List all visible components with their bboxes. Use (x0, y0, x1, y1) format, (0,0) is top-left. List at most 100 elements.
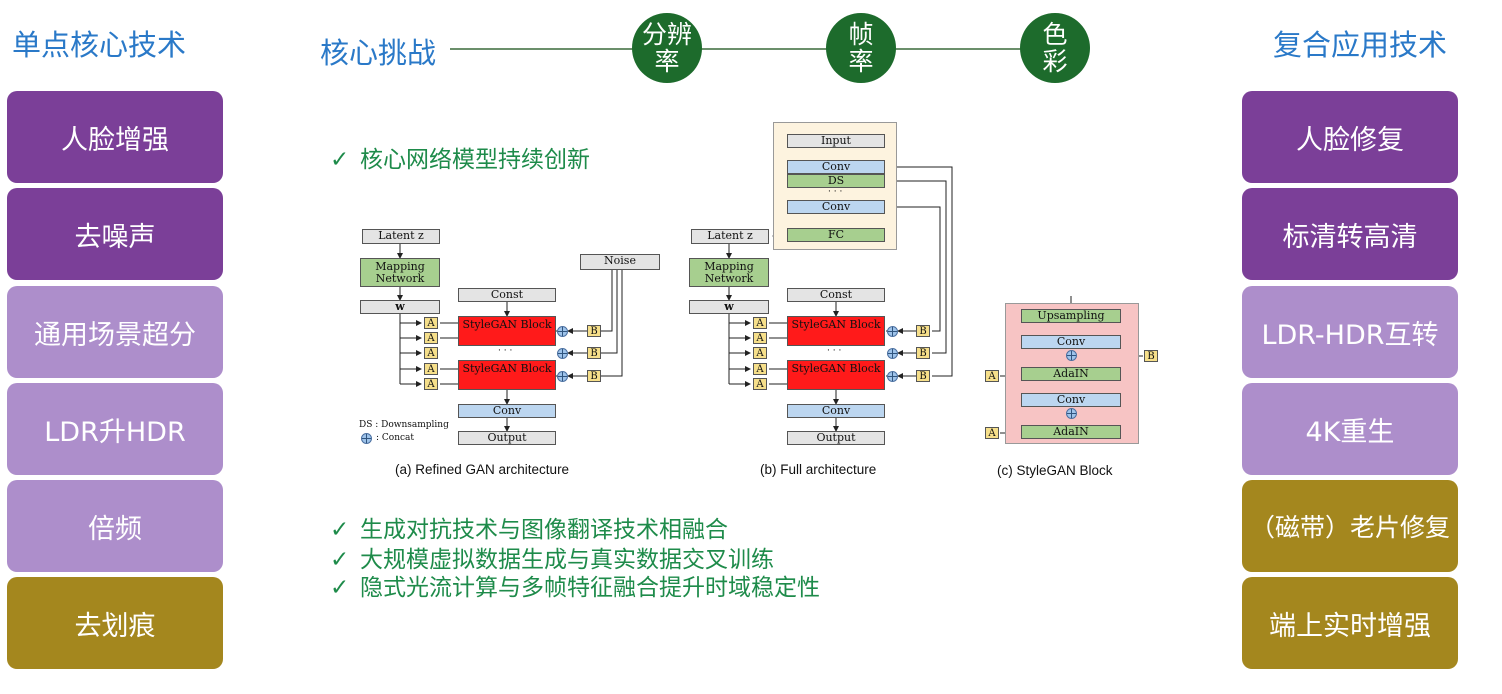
bullet-optical-flow: ✓ 隐式光流计算与多帧特征融合提升时域稳定性 (330, 568, 820, 602)
w-box: w (689, 300, 769, 314)
ellipsis: · · · (828, 187, 843, 197)
legend-concat-icon (361, 433, 372, 444)
challenges-title: 核心挑战 (320, 36, 437, 70)
legend-concat: : Concat (376, 433, 415, 443)
connector-line (450, 48, 635, 50)
right-item-ldr-hdr-convert: LDR-HDR互转 (1242, 286, 1458, 378)
affine-a-box: A (424, 378, 438, 390)
upsampling-box: Upsampling (1021, 309, 1121, 323)
challenge-frame-rate-line2: 率 (848, 47, 874, 76)
conv-box: Conv (787, 160, 885, 174)
affine-a-box: A (985, 427, 999, 439)
concat-icon (1066, 350, 1077, 361)
right-item-realtime-enhance: 端上实时增强 (1242, 577, 1458, 669)
concat-icon (1066, 408, 1077, 419)
left-column-title: 单点核心技术 (12, 28, 187, 62)
challenge-resolution-line2: 率 (654, 47, 680, 76)
caption-refined-gan: (a) Refined GAN architecture (395, 462, 570, 477)
left-item-face-enhance: 人脸增强 (7, 91, 223, 183)
noise-b-box: B (916, 370, 930, 382)
w-box: w (360, 300, 440, 314)
affine-a-box: A (753, 347, 767, 359)
challenge-frame-rate: 帧 率 (826, 13, 896, 83)
affine-a-box: A (424, 347, 438, 359)
caption-stylegan-block: (c) StyleGAN Block (997, 463, 1113, 478)
latent-z-box: Latent z (691, 229, 769, 244)
stylegan-block-box: StyleGAN Block (787, 316, 885, 346)
challenge-resolution: 分辨 率 (632, 13, 702, 83)
noise-b-box: B (916, 325, 930, 337)
conv-box: Conv (787, 200, 885, 214)
challenge-frame-rate-line1: 帧 (848, 20, 874, 49)
connector-line (700, 48, 830, 50)
bullet-network-innovation: ✓ 核心网络模型持续创新 (330, 140, 590, 174)
stylegan-block-box: StyleGAN Block (787, 360, 885, 390)
check-icon: ✓ (330, 147, 350, 173)
left-item-denoise: 去噪声 (7, 188, 223, 280)
right-item-old-film-restore: （磁带）老片修复 (1242, 480, 1458, 572)
stylegan-block-box: StyleGAN Block (458, 316, 556, 346)
input-box: Input (787, 134, 885, 148)
output-box: Output (458, 431, 556, 445)
check-icon: ✓ (330, 547, 350, 573)
ellipsis: · · · (498, 346, 513, 356)
affine-a-box: A (424, 332, 438, 344)
fc-box: FC (787, 228, 885, 242)
challenge-resolution-line1: 分辨 (641, 20, 692, 49)
stylegan-block-box: StyleGAN Block (458, 360, 556, 390)
left-item-ldr-to-hdr: LDR升HDR (7, 383, 223, 475)
bullet-text: 大规模虚拟数据生成与真实数据交叉训练 (360, 547, 774, 573)
affine-a-box: A (424, 363, 438, 375)
affine-a-box: A (753, 332, 767, 344)
bullet-virtual-data: ✓ 大规模虚拟数据生成与真实数据交叉训练 (330, 540, 774, 574)
affine-a-box: A (753, 363, 767, 375)
downsampling-box: DS (787, 174, 885, 188)
left-item-frame-interpolation: 倍频 (7, 480, 223, 572)
bullet-text: 生成对抗技术与图像翻译技术相融合 (360, 517, 728, 543)
affine-a-box: A (753, 378, 767, 390)
affine-a-box: A (985, 370, 999, 382)
latent-z-box: Latent z (362, 229, 440, 244)
right-column-title: 复合应用技术 (1273, 28, 1448, 62)
noise-b-box: B (587, 370, 601, 382)
concat-icon (887, 326, 898, 337)
affine-a-box: A (753, 317, 767, 329)
noise-box: Noise (580, 254, 660, 270)
concat-icon (887, 348, 898, 359)
check-icon: ✓ (330, 575, 350, 601)
mapping-network-box: Mapping Network (689, 258, 769, 287)
conv-box: Conv (1021, 393, 1121, 407)
bullet-text: 隐式光流计算与多帧特征融合提升时域稳定性 (360, 575, 820, 601)
adain-box: AdaIN (1021, 425, 1121, 439)
challenge-color: 色 彩 (1020, 13, 1090, 83)
concat-icon (557, 371, 568, 382)
ellipsis: · · · (827, 346, 842, 356)
bullet-text: 核心网络模型持续创新 (360, 147, 590, 173)
conv-box: Conv (1021, 335, 1121, 349)
affine-a-box: A (424, 317, 438, 329)
right-item-sd-to-hd: 标清转高清 (1242, 188, 1458, 280)
const-box: Const (787, 288, 885, 302)
noise-b-box: B (916, 347, 930, 359)
concat-icon (557, 348, 568, 359)
noise-b-box: B (587, 347, 601, 359)
right-item-face-restore: 人脸修复 (1242, 91, 1458, 183)
conv-box: Conv (458, 404, 556, 418)
output-box: Output (787, 431, 885, 445)
concat-icon (887, 371, 898, 382)
adain-box: AdaIN (1021, 367, 1121, 381)
right-item-4k-rebirth: 4K重生 (1242, 383, 1458, 475)
conv-box: Conv (787, 404, 885, 418)
mapping-network-box: Mapping Network (360, 258, 440, 287)
left-item-scratch-removal: 去划痕 (7, 577, 223, 669)
bullet-gan-translation: ✓生成对抗技术与图像翻译技术相融合 (330, 510, 728, 544)
noise-b-box: B (587, 325, 601, 337)
noise-b-box: B (1144, 350, 1158, 362)
const-box: Const (458, 288, 556, 302)
left-item-super-resolution: 通用场景超分 (7, 286, 223, 378)
caption-full-architecture: (b) Full architecture (760, 462, 877, 477)
concat-icon (557, 326, 568, 337)
legend-downsampling: DS : Downsampling (359, 420, 449, 430)
connector-line (895, 48, 1025, 50)
